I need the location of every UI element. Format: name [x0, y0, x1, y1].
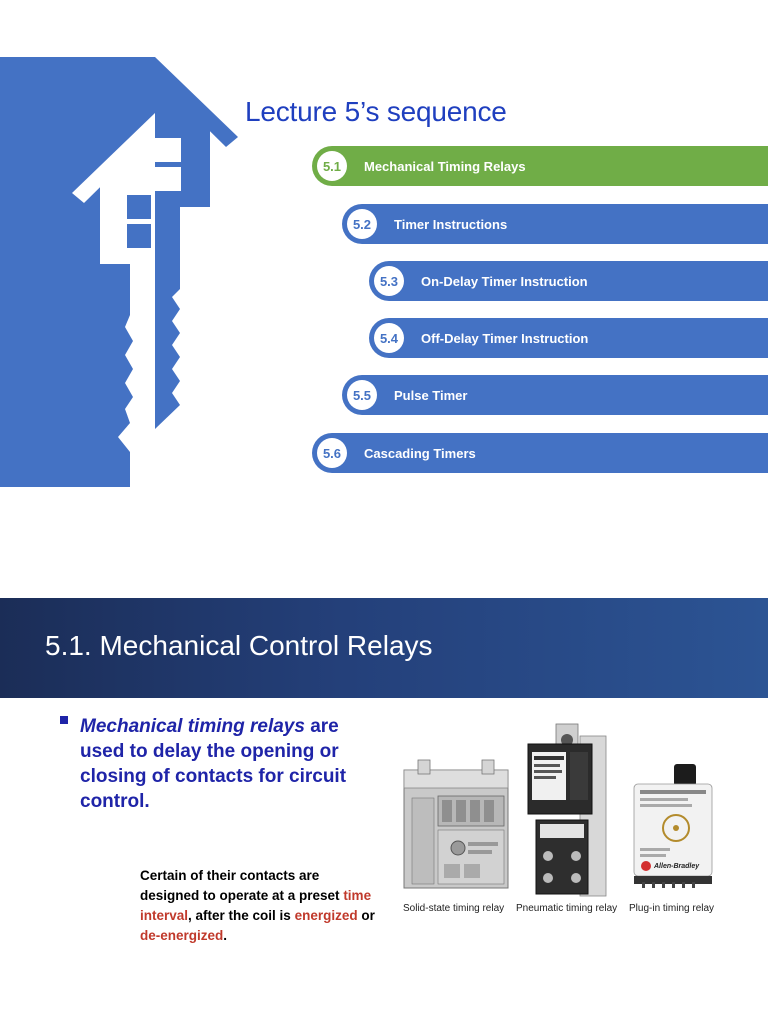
slide-title: 5.1. Mechanical Control Relays [45, 630, 433, 661]
sequence-label: Cascading Timers [364, 445, 476, 461]
pneumatic-relay-image [527, 723, 607, 897]
bullet-rest: are used to delay the opening or closing… [80, 716, 347, 812]
sequence-item-5-2[interactable]: 5.2 Timer Instructions [342, 204, 768, 244]
note-highlight: energized [294, 908, 358, 923]
sequence-item-5-3[interactable]: 5.3 On-Delay Timer Instruction [369, 261, 768, 301]
slide-title: Lecture 5’s sequence [245, 96, 507, 127]
sequence-label: Pulse Timer [394, 387, 468, 403]
house-key-icon [72, 113, 155, 487]
note-highlight: de-energized [140, 928, 224, 943]
note-part: . [223, 928, 228, 943]
sequence-label: Timer Instructions [394, 216, 508, 232]
sequence-item-5-5[interactable]: 5.5 Pulse Timer [342, 375, 768, 415]
sequence-label: On-Delay Timer Instruction [421, 273, 588, 289]
note-text: Certain of their contacts are designed t… [140, 866, 375, 946]
sequence-number: 5.2 [347, 209, 377, 239]
slide-header: 5.1. Mechanical Control Relays [0, 598, 768, 698]
solid-state-relay-image [403, 759, 509, 889]
plug-in-relay-image [633, 764, 713, 888]
sequence-item-5-4[interactable]: 5.4 Off-Delay Timer Instruction [369, 318, 768, 358]
brand-logo: Allen-Bradley [654, 863, 700, 870]
note-part: Certain of their contacts are designed t… [140, 868, 344, 903]
sequence-number: 5.5 [347, 380, 377, 410]
sequence-item-5-6[interactable]: 5.6 Cascading Timers [312, 433, 768, 473]
sequence-number: 5.3 [374, 266, 404, 296]
bullet-term: Mechanical timing relays [80, 716, 305, 737]
sequence-number: 5.4 [374, 323, 404, 353]
key-panel [0, 57, 155, 487]
house-key-right-icon [155, 57, 238, 429]
image-caption: Solid-state timing relay [403, 903, 505, 914]
sequence-label: Mechanical Timing Relays [364, 158, 526, 174]
sequence-number: 5.6 [317, 438, 347, 468]
square-bullet-icon [60, 716, 72, 728]
slide-mechanical-relays: 5.1. Mechanical Control Relays Mechanica… [0, 598, 768, 1024]
sequence-number: 5.1 [317, 151, 347, 181]
sequence-item-5-1[interactable]: 5.1 Mechanical Timing Relays [312, 146, 768, 186]
image-caption: Pneumatic timing relay [516, 903, 618, 914]
bullet-text: Mechanical timing relays are used to del… [80, 714, 370, 814]
slide-lecture-sequence: Lecture 5’s sequence 5.1 Mechanical Timi… [0, 57, 768, 487]
note-part: , after the coil is [188, 908, 295, 923]
image-caption: Plug-in timing relay [629, 903, 715, 914]
note-part: or [357, 908, 375, 923]
note-highlight: time interval [140, 888, 372, 923]
sequence-label: Off-Delay Timer Instruction [421, 330, 589, 346]
